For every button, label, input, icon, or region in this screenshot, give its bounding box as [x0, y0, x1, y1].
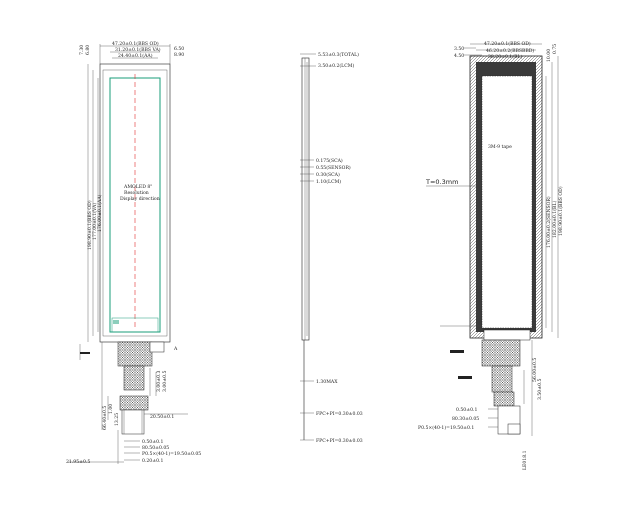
front-panel-bezel [102, 69, 168, 337]
front-left-dim-2: 1.00 [108, 404, 114, 414]
front-bottom-dim-1: 0.50±0.1 [142, 439, 163, 445]
front-bottom-dim-4: 0.20±0.1 [142, 458, 163, 464]
back-fpc-block [481, 339, 521, 367]
back-fpc-dim-1: 56.00±0.5 [532, 358, 538, 382]
back-bottom-dim-1: 0.50±0.1 [456, 407, 477, 413]
side-dim-sca-2: 0.30(SCA) [316, 171, 340, 178]
front-bottom-dim-3: P0.5×(40-1)=19.50±0.05 [142, 450, 201, 457]
back-dim-top-left-2: 4.50 [454, 53, 464, 59]
back-fpc-dim-2: 3.50±0.5 [537, 379, 543, 400]
front-note-3: Display direction [120, 196, 160, 202]
back-tape-note: 3M-9 tape [488, 144, 512, 150]
front-note-2: Resolution [124, 190, 149, 196]
side-panel-outline [301, 57, 310, 341]
front-flex-dim-3: 20.50±0.1 [150, 414, 174, 420]
side-dim-sensor: 0.55(SENSOR) [316, 164, 351, 171]
back-dim-bl: 38.20±0.1(BL) [488, 53, 523, 60]
side-dim-fpc-2: FPC+PI=0.30±0.03 [316, 438, 363, 444]
front-note-1: AMOLED 8" [123, 184, 152, 190]
front-dim-right-2: 8.90 [174, 52, 184, 58]
front-left-dim-3: 13.25 [114, 413, 120, 426]
front-flex-dim-2: 3.00±0.5 [162, 371, 168, 392]
back-dim-bbd: 46.20±0.2(BBSBBD) [486, 47, 534, 54]
side-dim-total: 5.53±0.3(TOTAL) [318, 51, 359, 58]
front-bottom-dim-2: 80.50±0.05 [142, 445, 169, 451]
front-dim-left-2: 6.80 [85, 45, 91, 55]
front-vdim-va: 177.00±0.1(VA) [91, 203, 98, 240]
back-vdim-bl: 182.00±0.1(BL) [551, 201, 558, 238]
front-bottom-dim-6: 21.95±0.5 [66, 459, 90, 465]
front-left-dim-1: 66.40±0.5 [102, 406, 108, 430]
front-view: 47.20±0.1(BBS OD) 31.20±0.1(BBS VA) 24.4… [66, 40, 201, 465]
front-dim-left-1: 7.30 [79, 45, 85, 55]
front-vdim-aa: 176.00±0.1(AA) [96, 194, 103, 232]
side-view: 5.53±0.3(TOTAL) 3.50±0.2(LCM) 0.175(SCA)… [300, 51, 363, 444]
back-thickness-label: T=0.3mm [425, 178, 458, 186]
side-dim-sca-1: 0.175(SCA) [316, 157, 343, 164]
side-dim-fpc-1: FPC+PI=0.30±0.03 [316, 411, 363, 417]
front-dim-right-1: 6.50 [174, 46, 184, 52]
front-flex-dim-1: 3.00±0.3 [156, 371, 162, 392]
back-backlight-area [481, 75, 533, 329]
front-detail-label: A [173, 346, 178, 352]
front-vdim-od: 198.90±0.1(BBS OD) [86, 200, 93, 250]
back-dim-od: 47.20±0.1(BBS OD) [484, 40, 531, 47]
side-dim-lcm: 3.50±0.2(LCM) [318, 62, 354, 69]
back-bottom-dim-3: P0.5×(40-1)=19.50±0.1 [418, 424, 474, 431]
front-dim-aa: 24.40±0.1(AA) [118, 52, 153, 59]
back-connector-label: LE018.1 [522, 450, 528, 470]
back-vdim-od: 198.90±0.1(BBS OD) [557, 186, 564, 236]
back-vdim-sensor: 176.00±0.2(SENSOR) [545, 196, 552, 248]
back-view: 3M-9 tape 47.20±0.1(BBS OD) 46.20±0.2(BB… [418, 40, 564, 470]
back-dim-top-left-1: 3.50 [454, 46, 464, 52]
side-dim-lcm-2: 1.10(LCM) [316, 178, 341, 185]
back-bottom-dim-2: 80.30±0.05 [452, 416, 479, 422]
back-dim-top-right-1: 0.75 [552, 44, 558, 54]
back-dim-top-right-2: 10.00 [546, 49, 552, 62]
side-dim-max: 1.30MAX [316, 379, 338, 385]
front-dim-va: 31.20±0.1(BBS VA) [115, 46, 161, 53]
front-fpc-block [117, 341, 153, 367]
front-dim-od: 47.20±0.1(BBS OD) [112, 40, 159, 47]
